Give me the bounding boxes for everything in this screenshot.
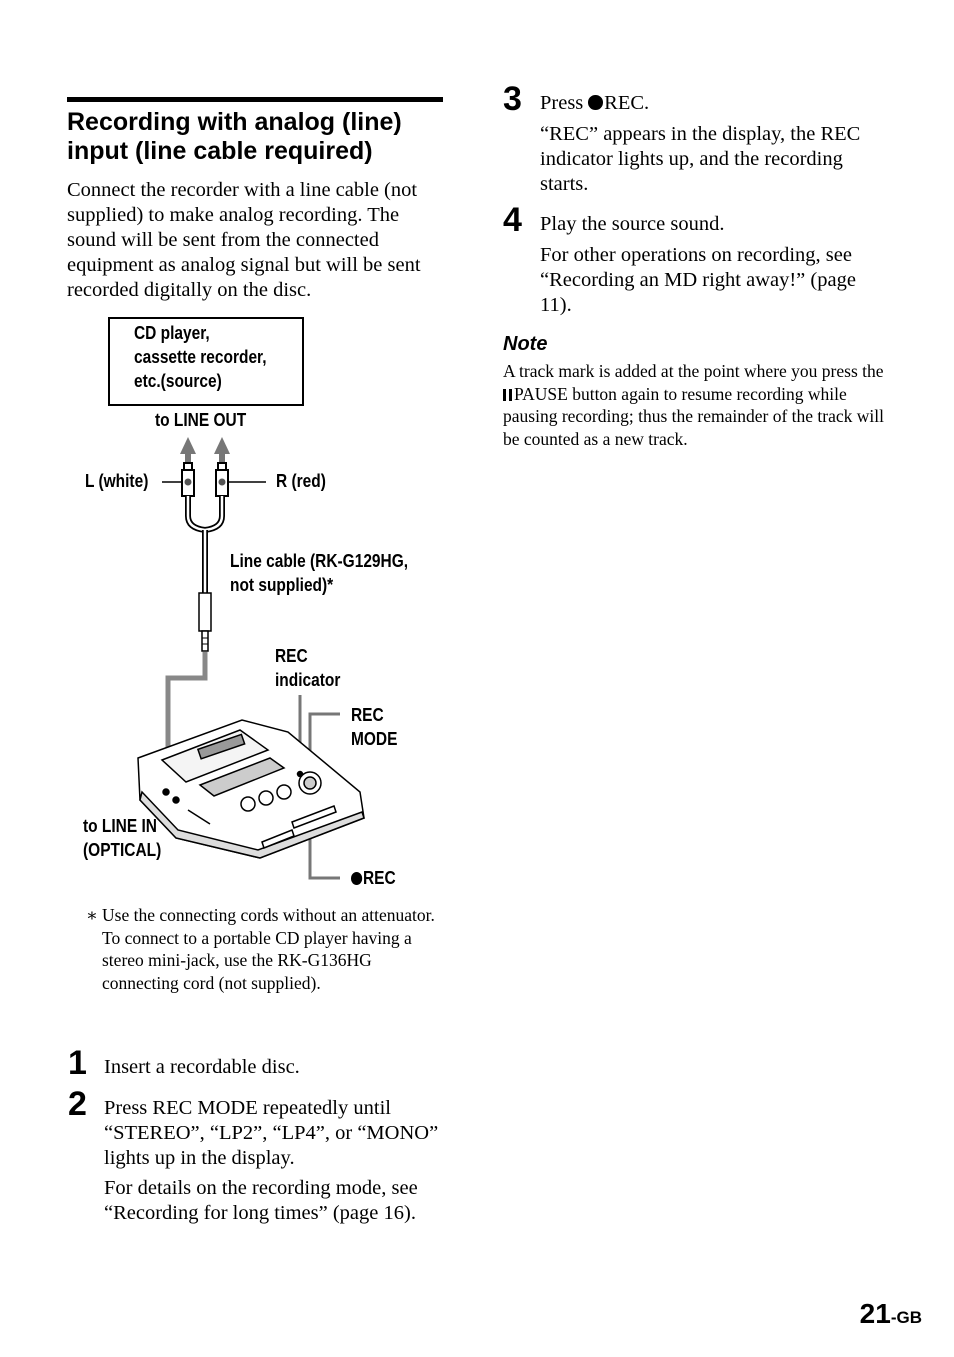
note-body: A track mark is added at the point where… bbox=[503, 361, 884, 449]
step-1-text: Insert a recordable disc. bbox=[104, 1056, 300, 1078]
l-white-label: L (white) bbox=[85, 471, 149, 491]
source-device-box bbox=[108, 317, 304, 406]
footnote-text: Use the connecting cords without an atte… bbox=[102, 905, 435, 993]
heading-rule bbox=[67, 97, 443, 102]
step-3-number: 3 bbox=[503, 80, 522, 118]
record-dot-icon bbox=[588, 94, 604, 110]
pause-icon bbox=[503, 388, 512, 401]
rec-mode-label: REC MODE bbox=[351, 705, 398, 749]
rec-indicator-label: REC indicator bbox=[275, 646, 341, 690]
mini-plug-icon bbox=[198, 592, 212, 652]
step-4-text: Play the source sound. bbox=[540, 213, 725, 235]
section-heading: Recording with analog (line) input (line… bbox=[67, 108, 402, 165]
md-recorder-icon bbox=[137, 719, 365, 859]
step-4-number: 4 bbox=[503, 201, 522, 239]
intro-paragraph: Connect the recorder with a line cable (… bbox=[67, 179, 421, 301]
page-number: 21-GB bbox=[859, 1298, 922, 1329]
source-device-label: CD player, cassette recorder, etc.(sourc… bbox=[134, 323, 267, 391]
step-2-text: Press REC MODE repeatedly until “STEREO”… bbox=[104, 1097, 439, 1169]
note-heading: Note bbox=[503, 333, 548, 355]
rec-button-label: REC bbox=[351, 866, 396, 890]
footnote-mark: ∗ bbox=[86, 905, 98, 925]
line-cable-label: Line cable (RK-G129HG, not supplied)* bbox=[230, 551, 409, 595]
step-2-detail: For details on the recording mode, see “… bbox=[104, 1177, 418, 1224]
step-3-text: Press REC. bbox=[540, 92, 650, 114]
record-dot-icon bbox=[351, 871, 363, 885]
step-1-number: 1 bbox=[68, 1044, 87, 1082]
step-4-detail: For other operations on recording, see “… bbox=[540, 244, 856, 316]
up-arrow-icon bbox=[180, 437, 230, 462]
r-red-label: R (red) bbox=[276, 471, 326, 491]
step-2-number: 2 bbox=[68, 1085, 87, 1123]
step-3-detail: “REC” appears in the display, the REC in… bbox=[540, 123, 861, 195]
to-line-out-label: to LINE OUT bbox=[155, 410, 247, 430]
to-line-in-label: to LINE IN (OPTICAL) bbox=[83, 816, 162, 860]
